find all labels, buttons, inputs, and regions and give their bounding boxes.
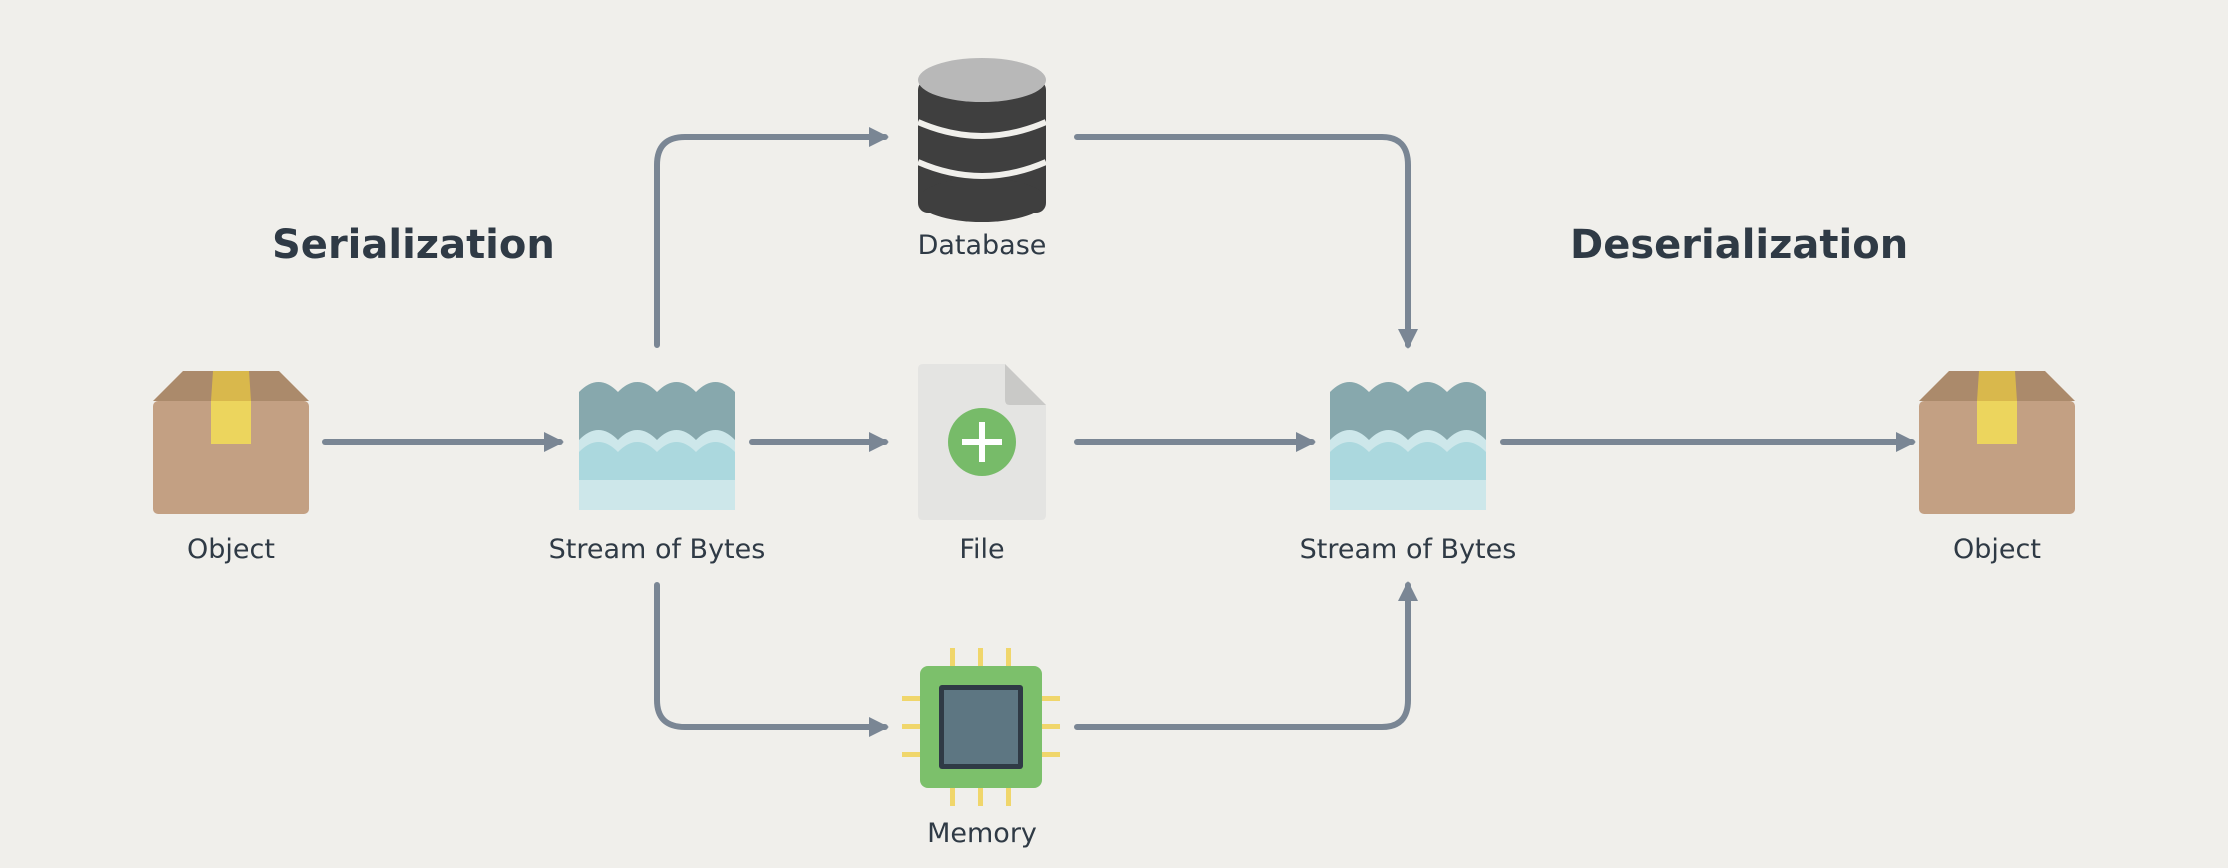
database-label: Database xyxy=(917,230,1047,261)
package-box-icon xyxy=(153,371,309,514)
memory-label: Memory xyxy=(927,818,1037,849)
file-label: File xyxy=(959,534,1005,565)
arrow-stream-to-database xyxy=(654,127,889,348)
water-waves-icon xyxy=(579,382,735,510)
file-add-icon xyxy=(918,364,1046,520)
memory-chip-icon xyxy=(902,648,1060,806)
arrows xyxy=(322,127,1916,737)
arrow-stream-to-memory xyxy=(654,582,889,737)
package-box-icon xyxy=(1919,371,2075,514)
database-icon xyxy=(916,58,1048,222)
serialization-title: Serialization xyxy=(272,222,555,268)
arrow-database-to-stream xyxy=(1074,134,1418,349)
object-left-label: Object xyxy=(187,534,275,565)
water-waves-icon xyxy=(1330,382,1486,510)
stream-left-label: Stream of Bytes xyxy=(548,534,766,565)
arrow-memory-to-stream xyxy=(1074,581,1418,730)
deserialization-title: Deserialization xyxy=(1570,222,1909,268)
stream-right-label: Stream of Bytes xyxy=(1299,534,1517,565)
object-right-label: Object xyxy=(1953,534,2041,565)
